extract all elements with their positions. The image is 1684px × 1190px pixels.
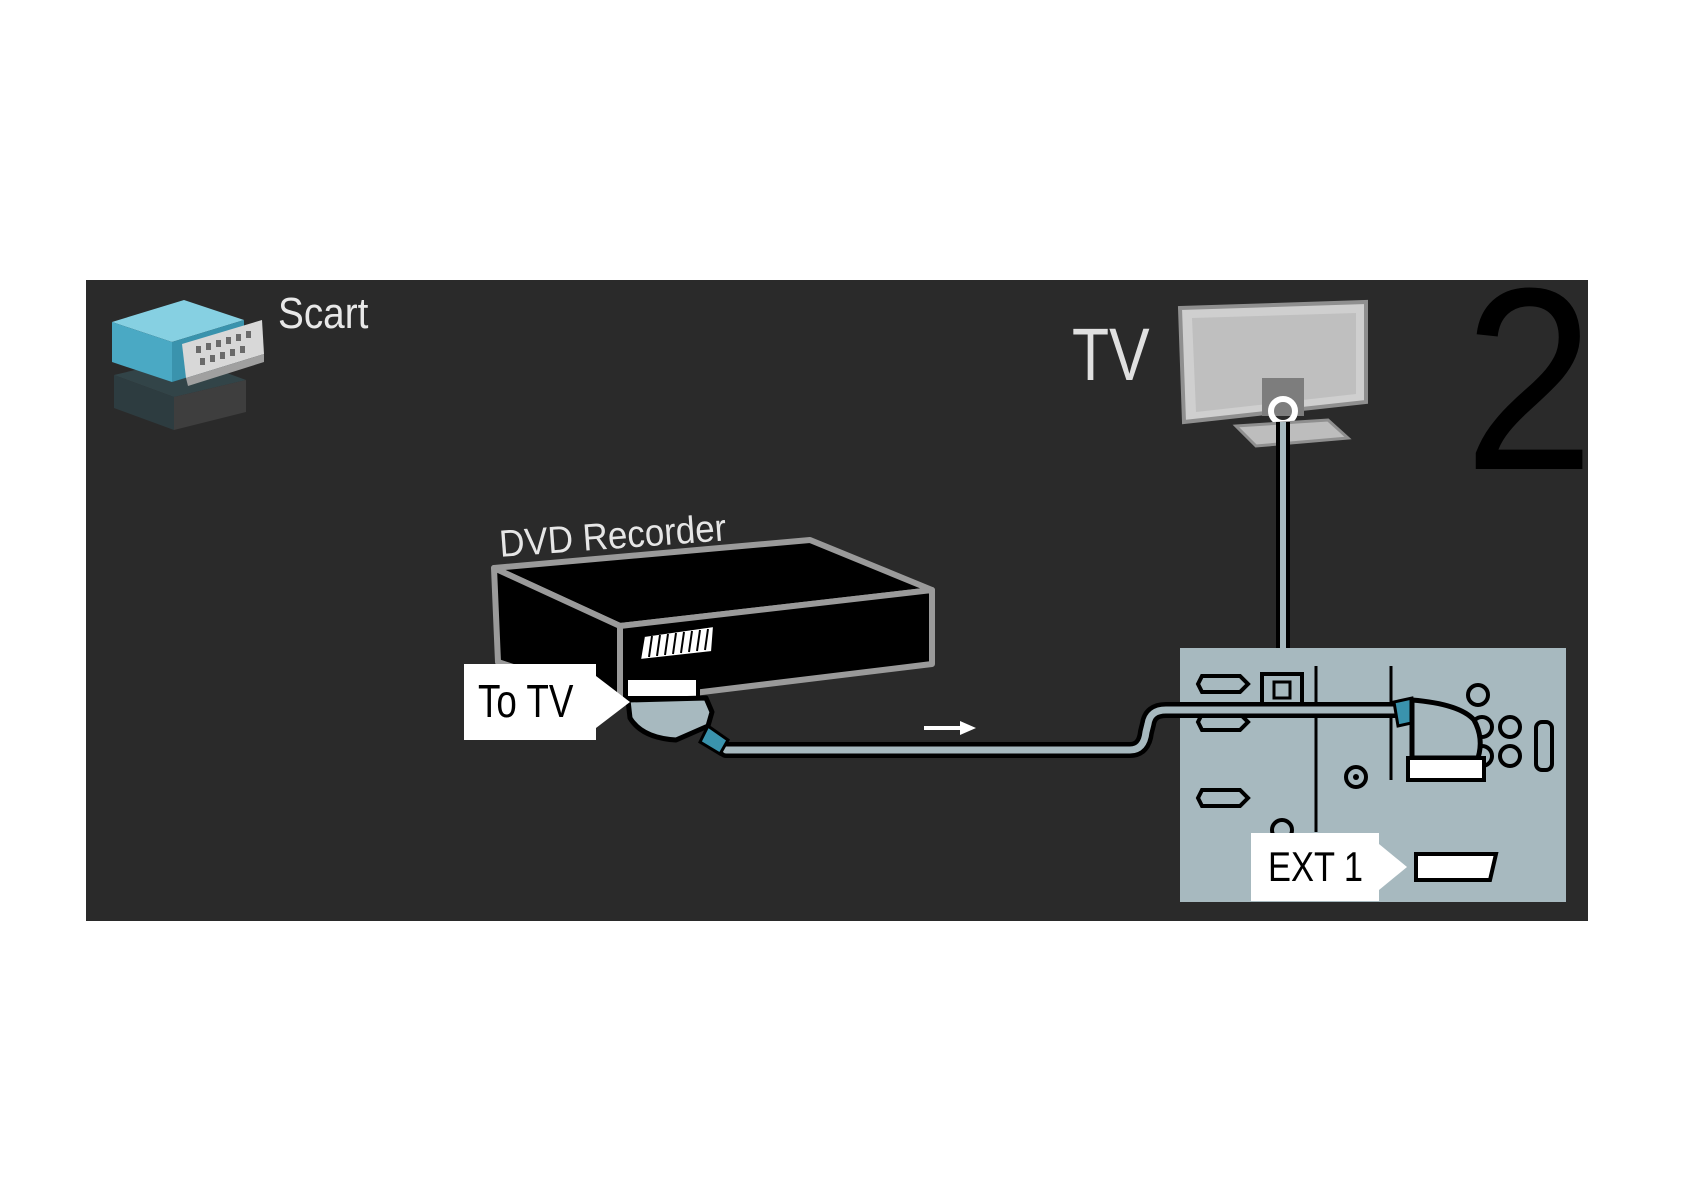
connection-diagram-panel: Scart TV 2 DVD Recorder To TV EXT 1: [86, 280, 1588, 921]
connection-diagram: [86, 280, 1588, 921]
device-port-callout-pointer: [596, 676, 630, 728]
step-number: 2: [1464, 280, 1588, 510]
tv-port-callout-pointer: [1379, 844, 1407, 890]
arrow-right-icon: [924, 721, 976, 735]
tv-label: TV: [1072, 318, 1150, 392]
tv-port-label: EXT 1: [1268, 846, 1363, 888]
tv-back-icon: [1180, 302, 1366, 446]
tv-panel-cable: [1276, 422, 1290, 680]
device-port-label: To TV: [478, 678, 573, 724]
scart-connector-icon: [112, 300, 264, 430]
connector-type-label: Scart: [278, 292, 368, 336]
